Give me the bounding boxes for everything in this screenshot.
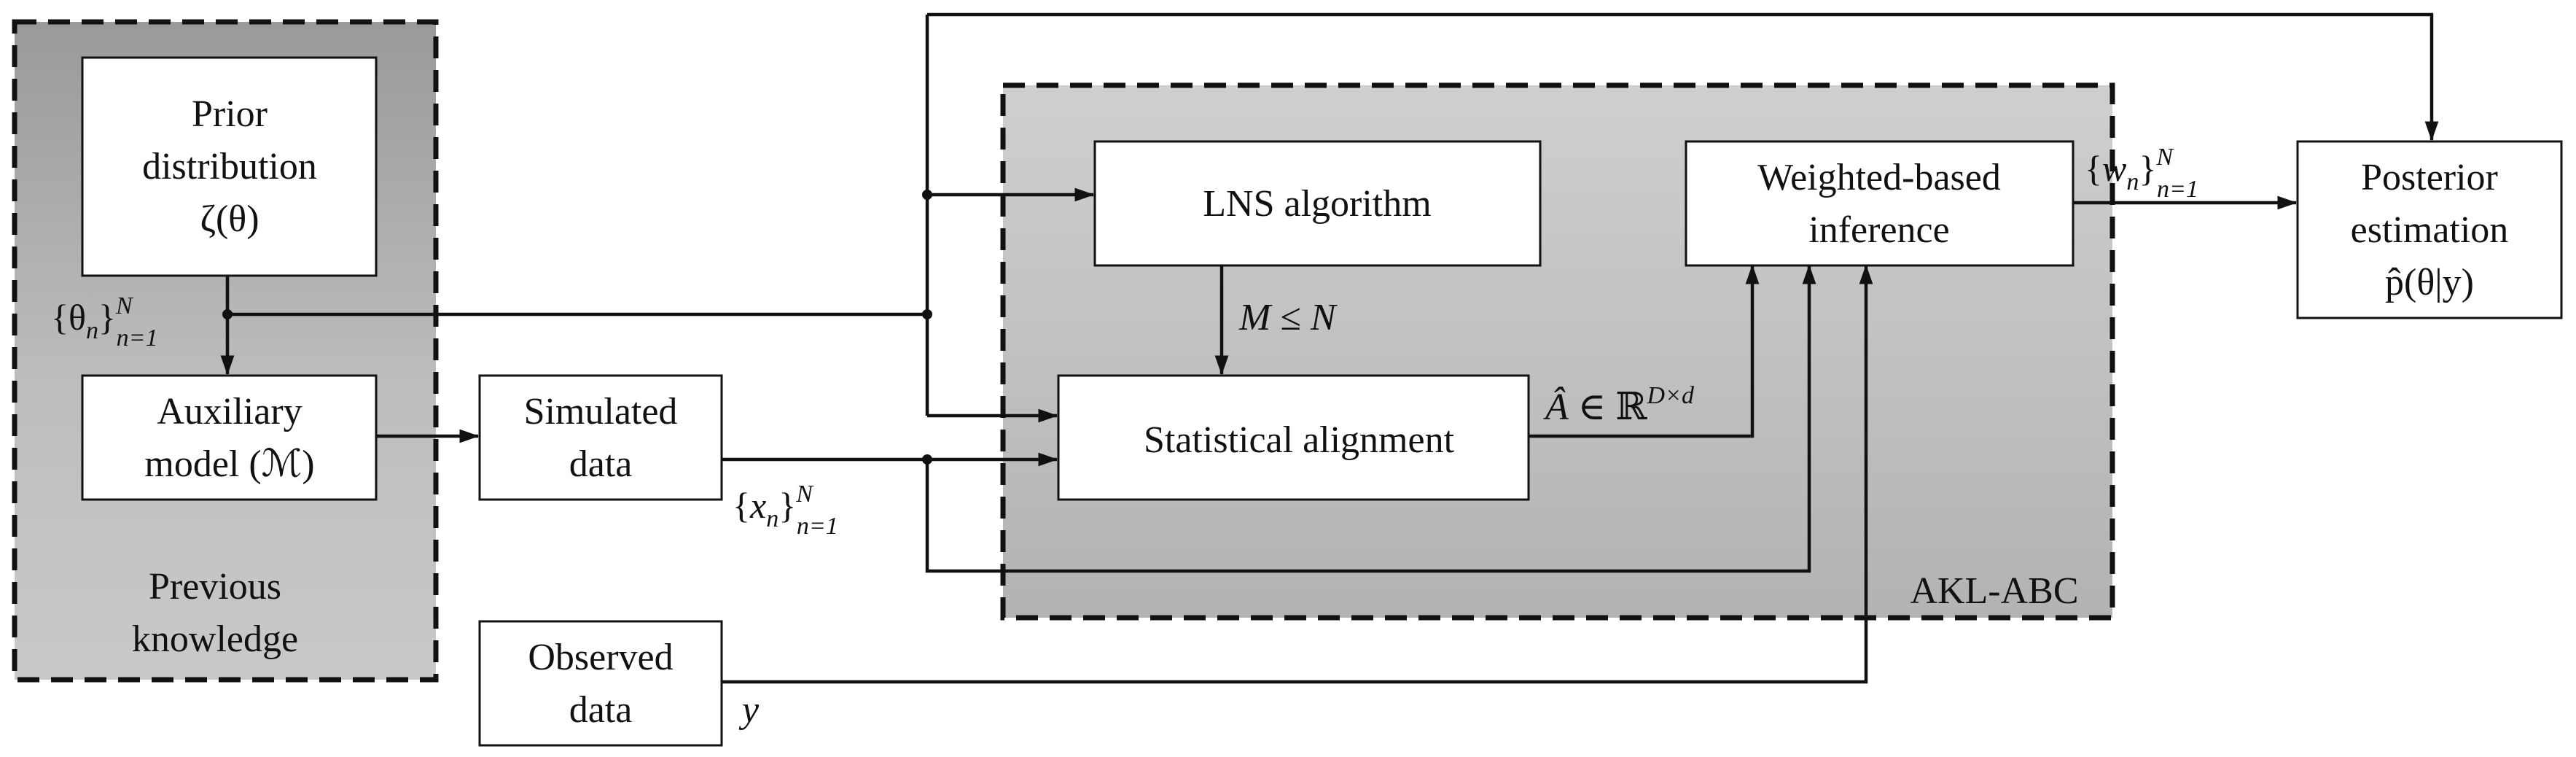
posterior-estimation-box: [2296, 140, 2563, 319]
label-line: p̂(θ|y): [2385, 262, 2474, 303]
prior-distribution-box: [81, 56, 378, 277]
edge-x-to-weighted: [925, 264, 1816, 573]
label-line: distribution: [142, 146, 317, 187]
label-line: Posterior: [2361, 157, 2498, 198]
edges: [220, 12, 2439, 684]
alignment-label: Statistical alignment: [1144, 419, 1455, 461]
label-line: model (ℳ): [144, 443, 314, 485]
simulated-data-box: [478, 374, 723, 501]
label-line: Previous: [149, 566, 281, 607]
label-line: Weighted-based: [1757, 157, 2001, 198]
lns-label: LNS algorithm: [1203, 183, 1431, 225]
junction-dot: [922, 309, 932, 319]
label-line: Simulated: [524, 391, 678, 432]
label-line: Auxiliary: [157, 391, 302, 432]
label-line: knowledge: [132, 618, 298, 660]
observed-data-box: [478, 620, 723, 747]
label-line: ζ(θ): [200, 198, 259, 240]
junction-dot: [922, 454, 932, 465]
weighted-label: Weighted-based inference: [1757, 157, 2001, 251]
weighted-inference-box: [1685, 140, 2075, 267]
posterior-label: Posterior estimation p̂(θ|y): [2351, 157, 2509, 303]
akl-abc-label: AKL-ABC: [1910, 570, 2078, 612]
label-line: LNS algorithm: [1203, 183, 1431, 225]
label-line: data: [569, 689, 633, 731]
edge-observed-to-weighted: [722, 264, 1873, 684]
edge-alignment-to-weighted: [1529, 264, 1760, 438]
auxiliary-model-box: [81, 374, 378, 501]
label-line: AKL-ABC: [1910, 570, 2078, 612]
a-hat-label: Â ∈ ℝD×d: [1543, 382, 1695, 428]
label-line: estimation: [2351, 209, 2509, 251]
simulated-label: Simulated data: [524, 391, 678, 485]
prior-label: Prior distribution ζ(θ): [142, 93, 317, 240]
label-line: data: [569, 443, 633, 485]
label-line: Statistical alignment: [1144, 419, 1455, 461]
edge-theta-to-posterior: [927, 12, 2439, 141]
junction-dot: [222, 309, 233, 319]
junctions: [222, 190, 932, 465]
y-label: y: [738, 689, 760, 731]
label-line: inference: [1808, 209, 1949, 251]
lns-algorithm-box: [1093, 140, 1542, 267]
label-line: Prior: [192, 93, 268, 135]
label-line: Observed: [528, 637, 673, 678]
statistical-alignment-box: [1057, 374, 1530, 501]
observed-label: Observed data: [528, 637, 673, 731]
auxiliary-label: Auxiliary model (ℳ): [144, 391, 314, 485]
m-le-n-label: M ≤ N: [1238, 297, 1338, 338]
junction-dot: [922, 190, 932, 200]
previous-knowledge-label: Previous knowledge: [132, 566, 298, 660]
